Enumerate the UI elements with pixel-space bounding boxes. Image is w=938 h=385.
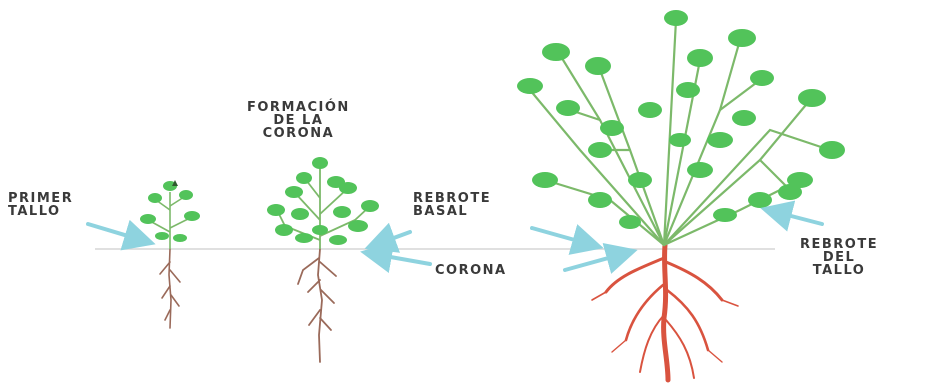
stem-plant-2 [278, 168, 368, 249]
label-rebrote-tallo: REBROTE DEL TALLO [800, 238, 878, 277]
plant-madura [517, 10, 845, 380]
arrow-formacion-corona [372, 232, 410, 246]
stems-plant-3 [530, 20, 830, 245]
arrow-corona-left [368, 253, 430, 264]
label-rebrote-tallo-line-3: TALLO [800, 264, 878, 277]
arrow-primer-tallo [88, 224, 148, 242]
plant-formacion-corona [267, 157, 379, 362]
label-primer-tallo-line-2: TALLO [8, 205, 73, 218]
label-corona: CORONA [435, 264, 507, 277]
arrow-corona-right [565, 252, 630, 270]
label-formacion-line-3: CORONA [247, 127, 350, 140]
label-corona-line-1: CORONA [435, 264, 507, 277]
leaves-plant-2 [267, 157, 379, 245]
roots-plant-2 [298, 249, 336, 362]
label-rebrote-basal-line-2: BASAL [413, 205, 491, 218]
arrow-rebrote-tallo [768, 210, 822, 224]
label-rebrote-basal: REBROTE BASAL [413, 192, 491, 218]
arrow-rebrote-basal [532, 228, 596, 246]
roots-plant-1 [160, 249, 180, 328]
plant-primer-tallo [140, 180, 200, 328]
label-formacion-corona: FORMACIÓN DE LA CORONA [247, 101, 350, 140]
roots-plant-3 [592, 245, 738, 380]
label-primer-tallo: PRIMER TALLO [8, 192, 73, 218]
leaves-plant-3 [517, 10, 845, 229]
